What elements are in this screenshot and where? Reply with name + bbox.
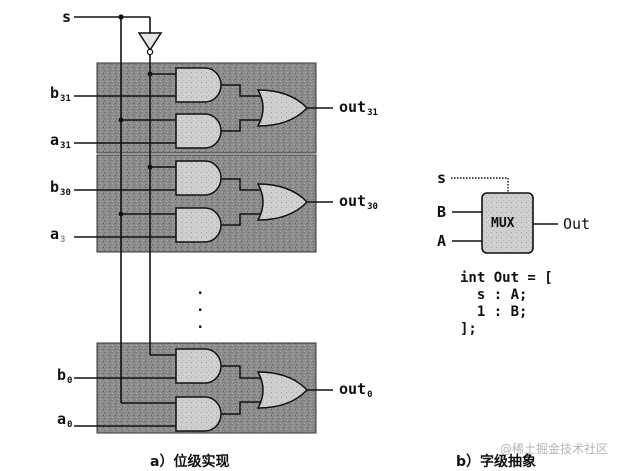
ellipsis-dots: . . . — [196, 282, 205, 332]
a31-text: a — [50, 131, 60, 149]
a30-sub: 3 — [60, 235, 66, 245]
caption-bit-level: a）位级实现 — [150, 454, 230, 470]
out31-sub: 31 — [367, 108, 378, 118]
out30-text: out — [339, 192, 367, 210]
slice-30-wiring — [74, 166, 333, 238]
b30-text: b — [50, 178, 60, 196]
input-a30-label: a3 — [50, 227, 65, 245]
or-gate-0 — [256, 371, 309, 409]
or-gate-30 — [256, 183, 309, 221]
input-b31-label: b31 — [50, 86, 71, 104]
and-gate-a31 — [175, 113, 222, 149]
output-0-label: out0 — [339, 382, 373, 400]
caption-word-level: b）字级抽象 — [456, 454, 537, 470]
junction-dot — [147, 71, 153, 77]
and-gate-b0 — [175, 348, 222, 384]
input-b0-label: b0 — [57, 368, 72, 386]
watermark: @稀土掘金技术社区 — [500, 442, 609, 456]
junction-dot — [147, 164, 153, 170]
and-gate-a30 — [175, 207, 222, 243]
a0-text: a — [57, 410, 67, 428]
mux-block — [451, 177, 558, 254]
input-a0-label: a0 — [57, 412, 72, 430]
out0-text: out — [339, 380, 367, 398]
b30-sub: 30 — [60, 188, 71, 198]
select-wiring — [74, 16, 151, 403]
mux-select-label: s — [437, 169, 447, 187]
hcl-code: int Out = [ s : A; 1 : B; ]; — [460, 270, 553, 337]
output-30-label: out30 — [339, 194, 378, 212]
mux-block-label: MUX — [491, 216, 515, 231]
select-label-s: s — [62, 8, 72, 26]
junction-dot — [118, 14, 124, 20]
junction-dot — [118, 117, 124, 123]
and-gate-a0 — [175, 396, 222, 432]
inverter-gate — [137, 32, 163, 56]
mux-input-b-label: B — [437, 203, 447, 221]
a0-sub: 0 — [67, 420, 73, 430]
slice-0-wiring — [74, 354, 333, 427]
out0-sub: 0 — [367, 390, 373, 400]
or-gate-31 — [256, 89, 309, 127]
mux-input-a-label: A — [437, 232, 447, 250]
b0-sub: 0 — [67, 376, 73, 386]
input-b30-label: b30 — [50, 180, 71, 198]
input-a31-label: a31 — [50, 133, 71, 151]
mux-output-label: Out — [563, 215, 591, 233]
out30-sub: 30 — [367, 202, 378, 212]
and-gate-b30 — [175, 160, 222, 196]
a31-sub: 31 — [60, 141, 71, 151]
out31-text: out — [339, 98, 367, 116]
and-gate-b31 — [175, 67, 222, 103]
b0-text: b — [57, 366, 67, 384]
output-31-label: out31 — [339, 100, 378, 118]
slice-31-wiring — [74, 73, 333, 144]
junction-dot — [118, 211, 124, 217]
b31-sub: 31 — [60, 94, 71, 104]
a30-text: a — [50, 225, 60, 243]
b31-text: b — [50, 84, 60, 102]
